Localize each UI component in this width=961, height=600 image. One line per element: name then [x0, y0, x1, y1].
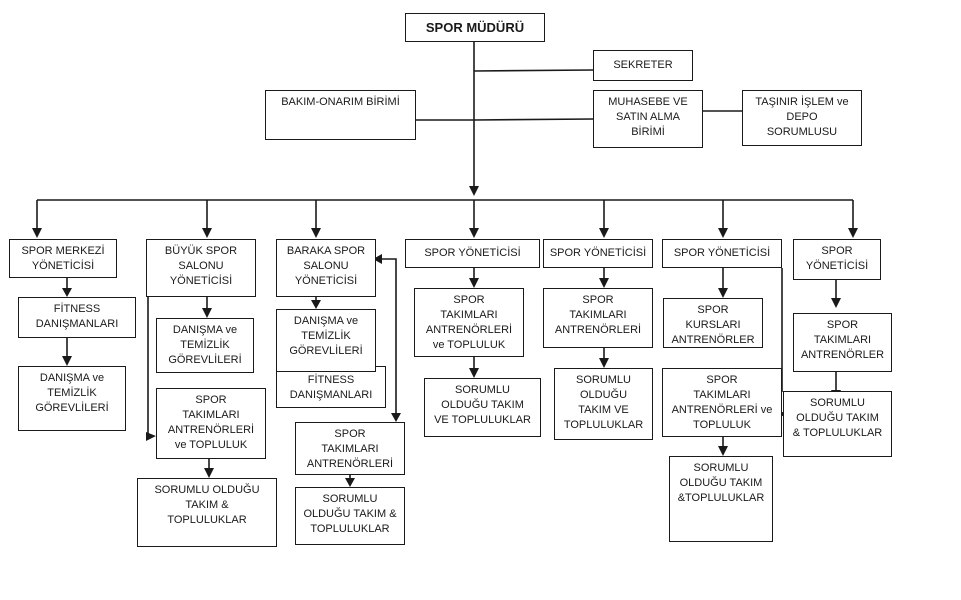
node-label: FİTNESS DANIŞMANLARI — [289, 374, 373, 401]
arrow-head — [32, 228, 42, 238]
sport-center-manager-box: SPOR MERKEZİ YÖNETİCİSİ — [9, 239, 117, 278]
arrow-head — [469, 186, 479, 196]
teams-communities-box: SORUMLU OLDUĞU TAKIM VE TOPLULUKLAR — [554, 368, 653, 440]
node-label: SORUMLU OLDUĞU TAKIM &TOPLULUKLAR — [677, 462, 765, 504]
arrow-head — [718, 446, 728, 456]
node-label: SPOR YÖNETİCİSİ — [549, 247, 647, 259]
reception-cleaning-staff-box: DANIŞMA ve TEMİZLİK GÖREVLİLERİ — [276, 309, 376, 372]
secretary-label: SEKRETER — [613, 59, 673, 71]
arrow-head — [599, 228, 609, 238]
arrow-head — [146, 432, 156, 441]
arrow-head — [599, 358, 609, 368]
node-label: SPOR TAKIMLARI ANTRENÖRLERİ — [306, 428, 394, 470]
node-label: SPOR TAKIMLARI ANTRENÖRLER — [800, 319, 885, 361]
fitness-consultants-box: FİTNESS DANIŞMANLARI — [276, 366, 386, 408]
arrow-head — [202, 228, 212, 238]
arrow-head — [718, 228, 728, 238]
node-label: SPOR KURSLARI ANTRENÖRLER — [671, 304, 755, 346]
big-sports-hall-manager-box: BÜYÜK SPOR SALONU YÖNETİCİSİ — [146, 239, 256, 297]
sport-manager-box: SPOR YÖNETİCİSİ — [405, 239, 540, 268]
arrow-head — [204, 468, 214, 478]
arrow-head — [373, 254, 382, 264]
inventory-box: TAŞINIR İŞLEM ve DEPO SORUMLUSU — [742, 90, 862, 146]
accounting-label: MUHASEBE VE SATIN ALMA BİRİMİ — [608, 96, 688, 138]
accounting-box: MUHASEBE VE SATIN ALMA BİRİMİ — [593, 90, 703, 148]
team-coaches-box: SPOR TAKIMLARI ANTRENÖRLERİ ve TOPLULUK — [662, 368, 782, 437]
node-label: DANIŞMA ve TEMİZLİK GÖREVLİLERİ — [168, 324, 242, 366]
node-label: SPOR MERKEZİ YÖNETİCİSİ — [21, 245, 105, 272]
node-label: SORUMLU OLDUĞU TAKIM VE TOPLULUKLAR — [434, 384, 531, 426]
sport-manager-box: SPOR YÖNETİCİSİ — [662, 239, 782, 268]
node-label: BÜYÜK SPOR SALONU YÖNETİCİSİ — [164, 245, 238, 287]
node-label: BARAKA SPOR SALONU YÖNETİCİSİ — [286, 245, 366, 287]
arrow-head — [62, 288, 72, 297]
director-label: SPOR MÜDÜRÜ — [425, 20, 525, 35]
baraka-hall-manager-box: BARAKA SPOR SALONU YÖNETİCİSİ — [276, 239, 376, 297]
node-label: SPOR YÖNETİCİSİ — [424, 247, 521, 259]
arrow-head — [202, 308, 212, 318]
accounting-connector — [473, 118, 594, 121]
team-coaches-box: SPOR TAKIMLARI ANTRENÖRLERİ ve TOPLULUK — [414, 288, 524, 357]
arrow-head — [848, 228, 858, 238]
reception-cleaning-staff-box: DANIŞMA ve TEMİZLİK GÖREVLİLERİ — [156, 318, 254, 373]
arrow-head — [62, 356, 72, 366]
arrow-head — [469, 228, 479, 238]
node-label: DANIŞMA ve TEMİZLİK GÖREVLİLERİ — [289, 315, 363, 357]
reception-cleaning-staff-box: DANIŞMA ve TEMİZLİK GÖREVLİLERİ — [18, 366, 126, 431]
director-box: SPOR MÜDÜRÜ — [405, 13, 545, 42]
sport-manager-box: SPOR YÖNETİCİSİ — [543, 239, 653, 268]
maintenance-box: BAKIM-ONARIM BİRİMİ — [265, 90, 416, 140]
node-label: SORUMLU OLDUĞU TAKIM & TOPLULUKLAR — [303, 493, 397, 535]
node-label: SPOR TAKIMLARI ANTRENÖRLERİ ve TOPLULUK — [425, 294, 513, 351]
arrow-head — [311, 228, 321, 238]
arrow-head — [311, 300, 321, 309]
node-label: SPOR TAKIMLARI ANTRENÖRLERİ ve TOPLULUK — [671, 374, 773, 431]
arrow-head — [345, 478, 355, 487]
teams-communities-box: SORUMLU OLDUĞU TAKIM & TOPLULUKLAR — [295, 487, 405, 545]
node-label: SPOR YÖNETİCİSİ — [805, 245, 869, 272]
teams-communities-box: SORUMLU OLDUĞU TAKIM & TOPLULUKLAR — [783, 391, 892, 457]
node-label: SPOR TAKIMLARI ANTRENÖRLERİ — [554, 294, 642, 336]
team-coaches-box: SPOR TAKIMLARI ANTRENÖRLERİ — [543, 288, 653, 348]
arrow-head — [831, 298, 841, 308]
node-label: SORUMLU OLDUĞU TAKIM & TOPLULUKLAR — [154, 484, 260, 526]
team-coaches-box: SPOR TAKIMLARI ANTRENÖRLERİ — [295, 422, 405, 475]
arrow-head — [391, 413, 401, 422]
node-label: DANIŞMA ve TEMİZLİK GÖREVLİLERİ — [35, 372, 109, 414]
arrow-head — [469, 368, 479, 378]
fitness-consultants-box: FİTNESS DANIŞMANLARI — [18, 297, 136, 338]
secretary-connector — [473, 69, 594, 72]
course-coaches-box: SPOR KURSLARI ANTRENÖRLER — [663, 298, 763, 348]
team-coaches-box: SPOR TAKIMLARI ANTRENÖRLERİ ve TOPLULUK — [156, 388, 266, 459]
maintenance-label: BAKIM-ONARIM BİRİMİ — [281, 96, 400, 108]
teams-communities-box: SORUMLU OLDUĞU TAKIM & TOPLULUKLAR — [137, 478, 277, 547]
arrow-head — [469, 278, 479, 288]
node-label: FİTNESS DANIŞMANLARI — [35, 303, 119, 330]
node-label: SORUMLU OLDUĞU TAKIM VE TOPLULUKLAR — [563, 374, 644, 431]
team-coaches-box: SPOR TAKIMLARI ANTRENÖRLER — [793, 313, 892, 372]
sport-manager-box: SPOR YÖNETİCİSİ — [793, 239, 881, 280]
arrow-head — [718, 288, 728, 298]
node-label: SORUMLU OLDUĞU TAKIM & TOPLULUKLAR — [792, 397, 883, 439]
arrow-head — [599, 278, 609, 288]
node-label: SPOR TAKIMLARI ANTRENÖRLERİ ve TOPLULUK — [167, 394, 255, 451]
node-label: SPOR YÖNETİCİSİ — [673, 247, 771, 259]
secretary-box: SEKRETER — [593, 50, 693, 81]
teams-communities-box: SORUMLU OLDUĞU TAKIM &TOPLULUKLAR — [669, 456, 773, 542]
teams-communities-box: SORUMLU OLDUĞU TAKIM VE TOPLULUKLAR — [424, 378, 541, 437]
inventory-label: TAŞINIR İŞLEM ve DEPO SORUMLUSU — [755, 96, 849, 138]
connector-line — [378, 258, 397, 418]
